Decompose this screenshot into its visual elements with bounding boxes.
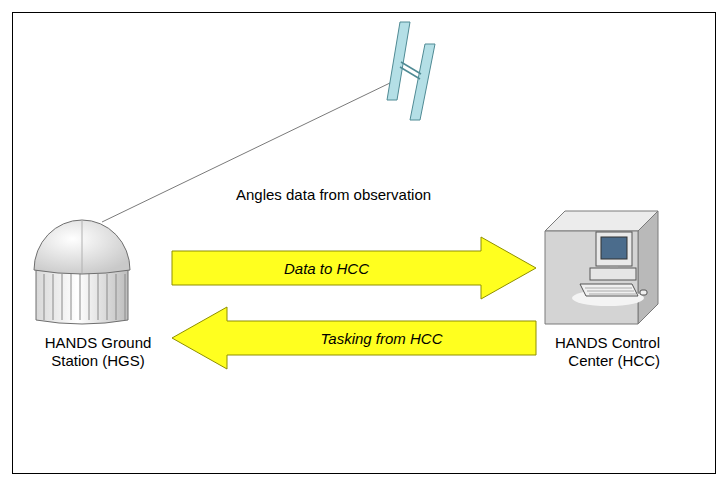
frame: [13, 13, 716, 474]
node-label: HANDS Control Center (HCC): [540, 334, 690, 370]
annotation-label: Angles data from observation: [236, 186, 431, 203]
computer-icon: [545, 211, 658, 324]
ground-station: HANDS Ground Station (HGS): [28, 206, 168, 370]
arrow-label: Tasking from HCC: [321, 330, 443, 347]
dome-icon: [34, 220, 130, 324]
satellite-icon: [387, 22, 435, 120]
node-label: HANDS Ground Station (HGS): [28, 334, 168, 370]
block-arrow: [172, 237, 536, 299]
ground-station-icon: [28, 206, 168, 328]
control-center: HANDS Control Center (HCC): [540, 206, 690, 370]
arrow-label: Data to HCC: [284, 260, 369, 277]
control-center-icon: [540, 206, 690, 328]
block-arrow: [172, 307, 536, 369]
